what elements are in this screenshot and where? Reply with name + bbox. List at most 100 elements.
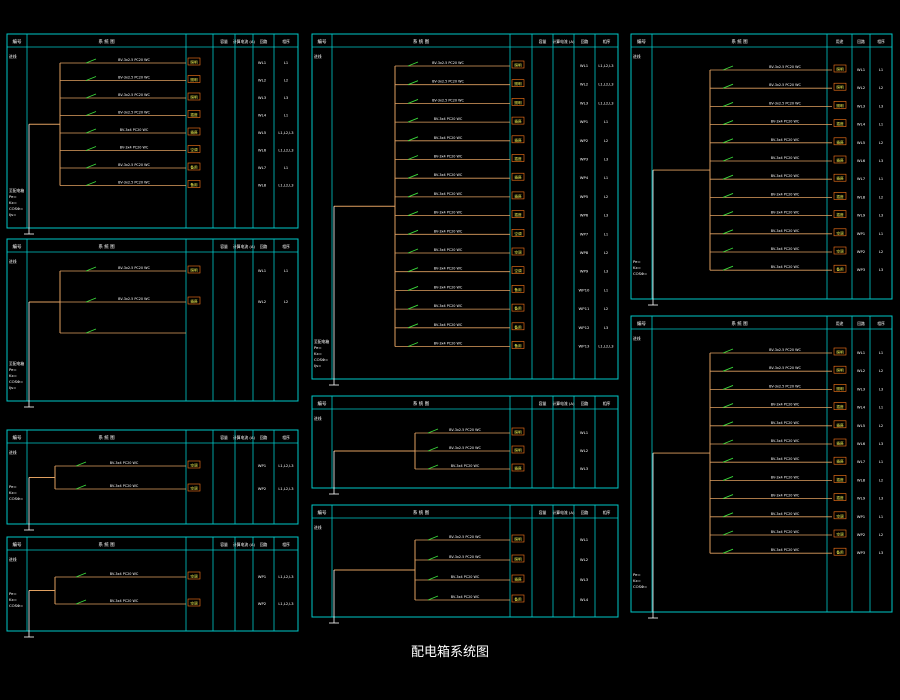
breaker-icon — [722, 512, 734, 518]
cable-spec: BV-3x2.5 PC20 WC — [118, 163, 150, 167]
circuit-use: 插座 — [836, 404, 844, 409]
circuit-use: 插座 — [836, 495, 844, 500]
cable-spec: BV-3x4 PC20 WC — [110, 599, 139, 603]
supply-note: Pe= — [9, 591, 17, 596]
header-cell: 容量 — [220, 244, 228, 249]
circuit-loop: WP2 — [857, 249, 866, 254]
header-cell: 计算电流 (A) — [553, 510, 575, 515]
cable-spec: BV-3x2.5 PC20 WC — [449, 446, 481, 450]
load-symbol — [833, 192, 847, 200]
supply-note: COSΦ= — [9, 206, 23, 211]
circuit-loop: WP6 — [580, 213, 589, 218]
breaker-icon — [85, 297, 97, 303]
circuit-use: 空调 — [514, 231, 522, 236]
circuit-use: 照明 — [190, 60, 198, 65]
circuit-use: 备用 — [514, 324, 522, 329]
circuit-phase: L1,L2,L3 — [278, 149, 293, 153]
breaker-icon — [722, 247, 734, 253]
load-symbol — [511, 135, 525, 144]
cable-spec: BV-3x4 PC20 WC — [120, 128, 149, 132]
header-cell: 容量 — [539, 39, 547, 44]
supply-note: 进线 — [9, 54, 17, 59]
circuit-phase: L1,L2,L3 — [278, 487, 293, 491]
circuit-loop: WP2 — [258, 601, 267, 606]
load-symbol — [511, 210, 525, 218]
load-symbol — [187, 483, 201, 492]
header-cell: 用途 — [836, 321, 844, 326]
panel-3: 编号系 统 图容量计算电流 (A)回路相序进线Pe=Kx=COSΦ=BV-3x4… — [6, 429, 299, 531]
breaker-icon — [407, 211, 419, 217]
header-number: 编号 — [637, 320, 646, 327]
circuit-use: 照明 — [836, 67, 844, 72]
circuit-phase: L3 — [879, 104, 883, 108]
circuit-use: 插座 — [514, 137, 522, 142]
circuit-use: 照明 — [836, 85, 844, 90]
cable-spec: BV-3x2.5 PC20 WC — [432, 61, 464, 65]
supply-note: COSΦ= — [9, 496, 23, 501]
circuit-use: 备用 — [190, 182, 198, 187]
circuit-use: 插座 — [836, 139, 844, 144]
circuit-use: 空调 — [836, 532, 844, 537]
panel-frame — [6, 238, 299, 402]
cable-spec: BV-3x4 PC20 WC — [434, 173, 463, 177]
circuit-phase: L2 — [879, 369, 883, 373]
circuit-use: 备用 — [514, 287, 522, 292]
supply-note: 至配电箱 — [314, 339, 329, 344]
cable-spec: BV-3x4 PC20 WC — [771, 548, 800, 552]
circuit-loop: WL2 — [258, 299, 267, 304]
circuit-use: 备用 — [190, 165, 198, 170]
circuit-loop: WL3 — [258, 95, 267, 100]
panel-frame — [630, 33, 893, 300]
circuit-loop: WP1 — [580, 119, 589, 124]
circuit-phase: L2 — [879, 86, 883, 90]
circuit-loop: WL1 — [580, 537, 589, 542]
load-symbol — [511, 534, 525, 543]
load-symbol — [511, 554, 525, 563]
circuit-use: 照明 — [514, 448, 522, 453]
header-number: 编号 — [637, 38, 646, 45]
panel-7: 编号系 统 图容量计算电流 (A)回路相序进线BV-3x2.5 PC20 WC照… — [311, 504, 619, 624]
panel-frame — [630, 315, 893, 613]
cable-spec: BV-3x4 PC20 WC — [110, 572, 139, 576]
cable-spec: BV-3x2.5 PC20 WC — [769, 366, 801, 370]
load-symbol — [511, 445, 525, 454]
header-system: 系 统 图 — [98, 541, 115, 548]
breaker-icon — [407, 229, 419, 235]
circuit-loop: WL9 — [857, 213, 866, 218]
cable-spec: BV-3x4 PC20 WC — [771, 156, 800, 160]
load-symbol — [511, 463, 525, 472]
circuit-loop: WP8 — [580, 250, 589, 255]
supply-note: Kx= — [9, 597, 17, 602]
circuit-phase: L2 — [284, 79, 288, 83]
circuit-loop: WL5 — [857, 423, 866, 428]
header-number: 编号 — [318, 509, 327, 516]
load-symbol — [833, 246, 847, 255]
load-symbol — [833, 101, 847, 109]
cable-spec: BV-3x2.5 PC20 WC — [769, 101, 801, 105]
circuit-loop: WP11 — [579, 306, 590, 311]
breaker-icon — [427, 575, 439, 581]
cable-spec: BV-3x4 PC20 WC — [434, 136, 463, 140]
circuit-loop: WL7 — [857, 459, 866, 464]
circuit-phase: L1,L2,L3 — [278, 602, 293, 606]
header-cell: 相序 — [282, 435, 290, 440]
circuit-phase: L1 — [879, 515, 883, 519]
circuit-phase: L1,L2,L3 — [598, 64, 613, 68]
cable-spec: BV-3x2.5 PC20 WC — [449, 555, 481, 559]
header-cell: 回路 — [581, 39, 589, 44]
panel-frame — [6, 429, 299, 525]
header-cell: 相序 — [282, 542, 290, 547]
circuit-loop: WP3 — [857, 550, 866, 555]
cable-spec: BV-3x2.5 PC20 WC — [118, 58, 150, 62]
circuit-phase: L1 — [879, 351, 883, 355]
circuit-use: 空调 — [190, 574, 198, 579]
circuit-phase: L2 — [604, 251, 608, 255]
circuit-use: 照明 — [190, 268, 198, 273]
header-cell: 计算电流 (A) — [233, 542, 255, 547]
circuit-loop: WP12 — [579, 325, 590, 330]
breaker-icon — [722, 548, 734, 554]
circuit-loop: WL2 — [580, 82, 589, 87]
circuit-use: 备用 — [836, 550, 844, 555]
load-symbol — [187, 296, 201, 305]
